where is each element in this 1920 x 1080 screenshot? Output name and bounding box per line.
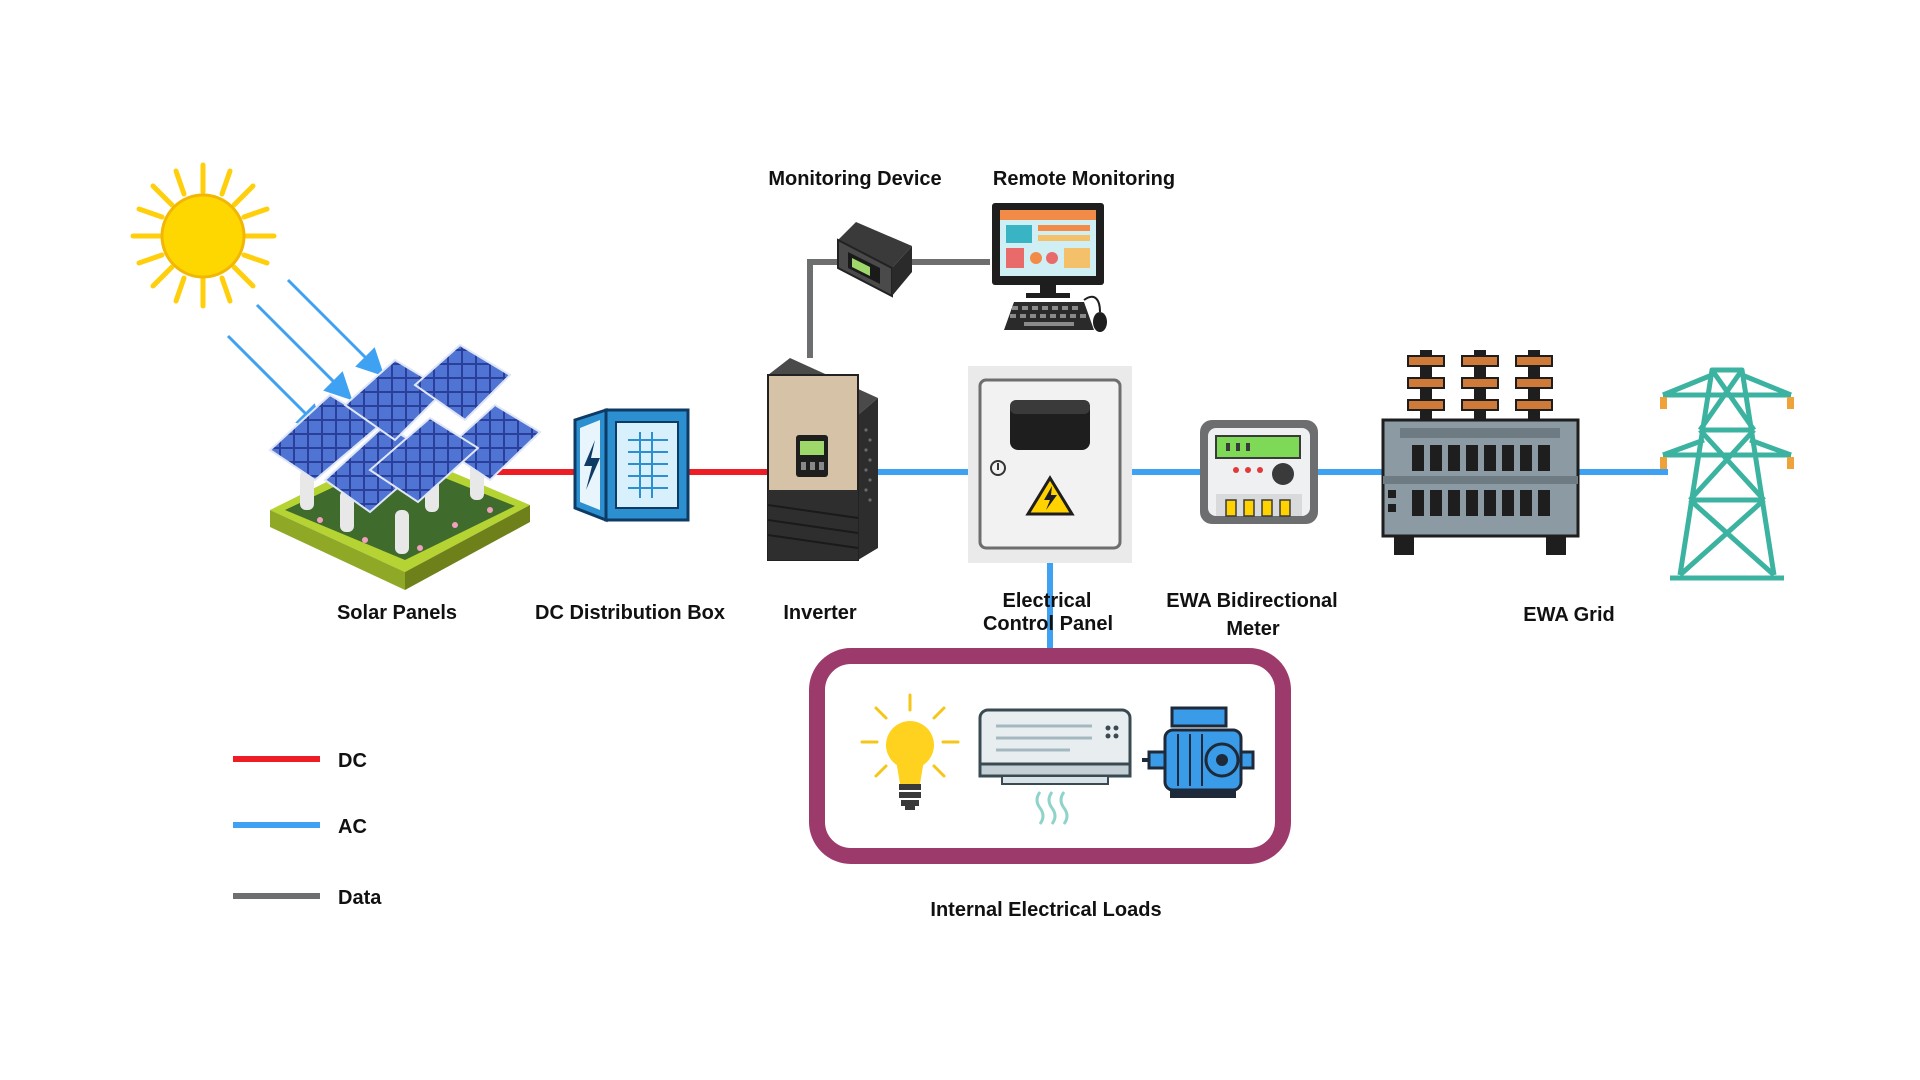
bushing-middle <box>1461 350 1499 420</box>
label-control-panel-line2: Control Panel <box>983 613 1113 635</box>
legend-dc-label: DC <box>338 750 367 772</box>
electric-motor-icon <box>1142 706 1255 798</box>
insulator-icons <box>1660 397 1794 469</box>
transformer-icon <box>1381 350 1580 555</box>
internal-loads-frame <box>809 648 1291 864</box>
label-monitoring-device: Monitoring Device <box>768 168 941 190</box>
bushing-left <box>1407 350 1445 420</box>
label-control-panel-line1: Electrical <box>1003 590 1092 612</box>
data-line-inverter-to-device <box>807 259 845 358</box>
label-meter-line2: Meter <box>1226 618 1280 640</box>
label-meter-line1: EWA Bidirectional <box>1166 590 1338 612</box>
label-dc-distribution-box: DC Distribution Box <box>535 602 725 624</box>
light-bulb-icon <box>860 693 960 810</box>
solar-panels-icon <box>268 343 542 590</box>
bidirectional-meter-icon <box>1200 420 1318 524</box>
label-grid: EWA Grid <box>1523 604 1614 626</box>
power-pylon-icon <box>1662 367 1792 581</box>
inverter-icon <box>767 358 878 561</box>
legend-ac-label: AC <box>338 816 367 838</box>
legend: DC AC Data <box>233 750 382 909</box>
label-internal-loads: Internal Electrical Loads <box>930 899 1161 921</box>
control-panel-icon <box>968 366 1132 563</box>
bushing-right <box>1515 350 1553 420</box>
label-solar-panels: Solar Panels <box>337 602 457 624</box>
air-conditioner-icon <box>978 708 1132 825</box>
legend-data-label: Data <box>338 887 382 909</box>
label-remote-monitoring: Remote Monitoring <box>993 168 1175 190</box>
computer-icon <box>992 203 1107 332</box>
connection-lines <box>485 259 1668 648</box>
label-inverter: Inverter <box>783 602 857 624</box>
monitoring-device-icon <box>837 222 912 298</box>
sun-icon <box>130 162 277 309</box>
dc-distribution-box-icon <box>573 407 690 523</box>
